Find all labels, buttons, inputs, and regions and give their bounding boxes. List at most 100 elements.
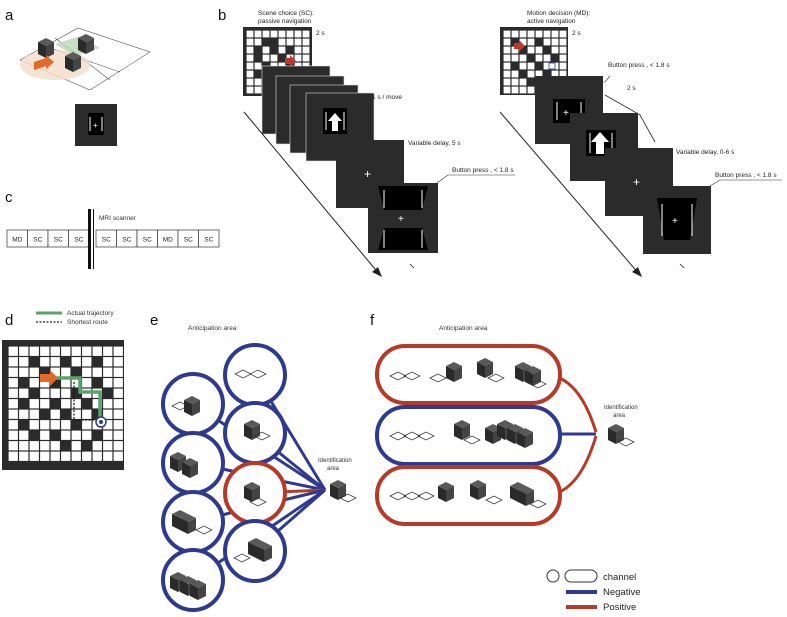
- maze-cell: [8, 451, 18, 461]
- maze-cell: [71, 409, 81, 419]
- maze-cell: [543, 38, 551, 46]
- maze-cell: [82, 357, 92, 367]
- maze-cell: [113, 357, 123, 367]
- maze-cell: [246, 78, 254, 86]
- maze-cell: [82, 409, 92, 419]
- panel-letter-f: f: [370, 312, 375, 329]
- maze-cell: [92, 451, 102, 461]
- sc-label-button: Button press , < 1.8 s: [452, 167, 514, 174]
- d-maze: [2, 340, 124, 470]
- md-label-2s: 2 s: [572, 30, 581, 37]
- maze-cell: [103, 367, 113, 377]
- session-label: SC: [54, 237, 63, 244]
- maze-cell: [71, 451, 81, 461]
- maze-cell: [82, 430, 92, 440]
- maze-cell: [286, 30, 294, 38]
- maze-cell: [246, 54, 254, 62]
- maze-cell: [262, 30, 270, 38]
- maze-cell: [527, 38, 535, 46]
- sc-label-move: 1 s / move: [372, 94, 402, 101]
- maze-cell: [29, 346, 39, 356]
- e-anticipation-label: Anticipation area: [188, 325, 237, 332]
- maze-cell: [8, 357, 18, 367]
- maze-cell: [50, 451, 60, 461]
- maze-cell: [103, 409, 113, 419]
- panel-letter-e: e: [150, 312, 158, 329]
- maze-cell: [535, 30, 543, 38]
- maze-cell: [92, 367, 102, 377]
- maze-cell: [519, 62, 527, 70]
- sc-time-axis: [243, 111, 381, 276]
- legend-actual-trajectory: Actual trajectory: [67, 310, 114, 317]
- maze-cell: [8, 367, 18, 377]
- maze-cell: [19, 388, 29, 398]
- panel-letter-c: c: [5, 189, 13, 206]
- maze-cell: [503, 46, 511, 54]
- svg-text:+: +: [364, 167, 371, 181]
- maze-cell: [278, 46, 286, 54]
- maze-cell: [82, 367, 92, 377]
- sc-label-2s: 2 s: [316, 30, 325, 37]
- legend-negative-label: Negative: [603, 587, 641, 598]
- session-label: SC: [102, 237, 111, 244]
- f-channels: [375, 344, 562, 526]
- maze-cell: [559, 38, 567, 46]
- session-label: SC: [33, 237, 42, 244]
- e-identification-line2: area: [327, 466, 340, 472]
- e-channel-1: [223, 343, 287, 407]
- maze-cell: [551, 30, 559, 38]
- e-channels: [161, 343, 287, 612]
- sc-time-arrowhead: [372, 267, 382, 277]
- maze-cell: [246, 62, 254, 70]
- svg-text:+: +: [398, 214, 404, 225]
- panel-letter-b: b: [218, 7, 226, 24]
- maze-cell: [559, 62, 567, 70]
- maze-cell: [103, 357, 113, 367]
- maze-cell: [61, 378, 71, 388]
- maze-cell: [519, 78, 527, 86]
- e-identification-cube: [330, 480, 346, 500]
- maze-cell: [61, 346, 71, 356]
- maze-cell: [559, 54, 567, 62]
- maze-cell: [294, 30, 302, 38]
- sc-label-delay: Variable delay, 5 s: [408, 140, 461, 147]
- maze-cell: [519, 86, 527, 94]
- maze-cell: [61, 430, 71, 440]
- maze-cell: [535, 70, 543, 78]
- maze-cell: [40, 346, 50, 356]
- f-anticipation-label: Anticipation area: [439, 325, 488, 332]
- maze-cell: [294, 38, 302, 46]
- maze-cell: [551, 46, 559, 54]
- maze-cell: [246, 46, 254, 54]
- maze-cell: [92, 441, 102, 451]
- maze-cell: [29, 399, 39, 409]
- legend-shortest-route: Shortest route: [67, 319, 108, 326]
- sc-title-line1: Scene choice (SC):: [258, 10, 314, 17]
- maze-cell: [82, 451, 92, 461]
- maze-cell: [8, 399, 18, 409]
- maze-cell: [503, 86, 511, 94]
- maze-cell: [29, 409, 39, 419]
- maze-cell: [503, 38, 511, 46]
- maze-cell: [61, 388, 71, 398]
- maze-cell: [302, 30, 310, 38]
- md-title-line2: active navigation: [527, 18, 576, 25]
- md-label-2s-b: 2 s: [627, 85, 636, 92]
- maze-cell: [40, 357, 50, 367]
- maze-cell: [302, 46, 310, 54]
- maze-cell: [103, 420, 113, 430]
- maze-cell: [82, 378, 92, 388]
- maze-cell: [113, 346, 123, 356]
- maze-cell: [551, 38, 559, 46]
- maze-cell: [543, 30, 551, 38]
- md-label-button1: Button press , < 1.8 s: [608, 62, 670, 69]
- maze-cell: [71, 357, 81, 367]
- maze-cell: [103, 346, 113, 356]
- maze-cell: [8, 430, 18, 440]
- session-box: [198, 229, 220, 248]
- f-channel-1-positive: [375, 344, 562, 405]
- panel-letter-d: d: [5, 312, 13, 329]
